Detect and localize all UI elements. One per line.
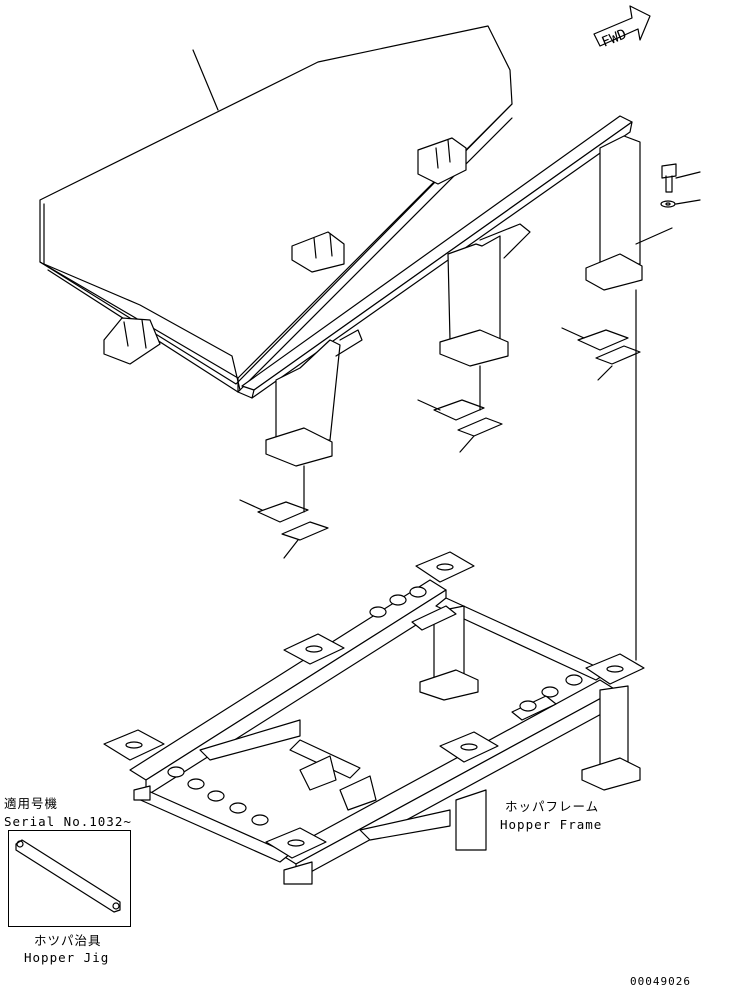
jig-label-jp: ホツパ治具 [34, 933, 102, 948]
serial-label-en: Serial No.1032~ [4, 814, 132, 829]
jig-inset-frame [8, 830, 131, 927]
upper-rail [237, 115, 633, 399]
roller-boss [167, 586, 583, 826]
leader-lines [239, 171, 701, 661]
jig-label-en: Hopper Jig [24, 950, 110, 965]
leader-line-cover [192, 49, 219, 111]
upper-leg [265, 135, 643, 467]
washer-icon [660, 200, 676, 208]
hopper-cover [39, 25, 513, 393]
cover-bracket [103, 137, 467, 365]
frame-label-jp: ホッパフレーム [505, 799, 600, 814]
frame-label-en: Hopper Frame [500, 817, 603, 832]
shim [257, 329, 641, 541]
drawing-number: 00049026 [630, 975, 691, 988]
hopper-jig [15, 839, 121, 913]
serial-label-jp: 適用号機 [4, 796, 59, 811]
bolt-icon [661, 163, 677, 193]
hopper-frame [103, 551, 645, 885]
fwd-arrow-icon: FWD [593, 5, 651, 51]
